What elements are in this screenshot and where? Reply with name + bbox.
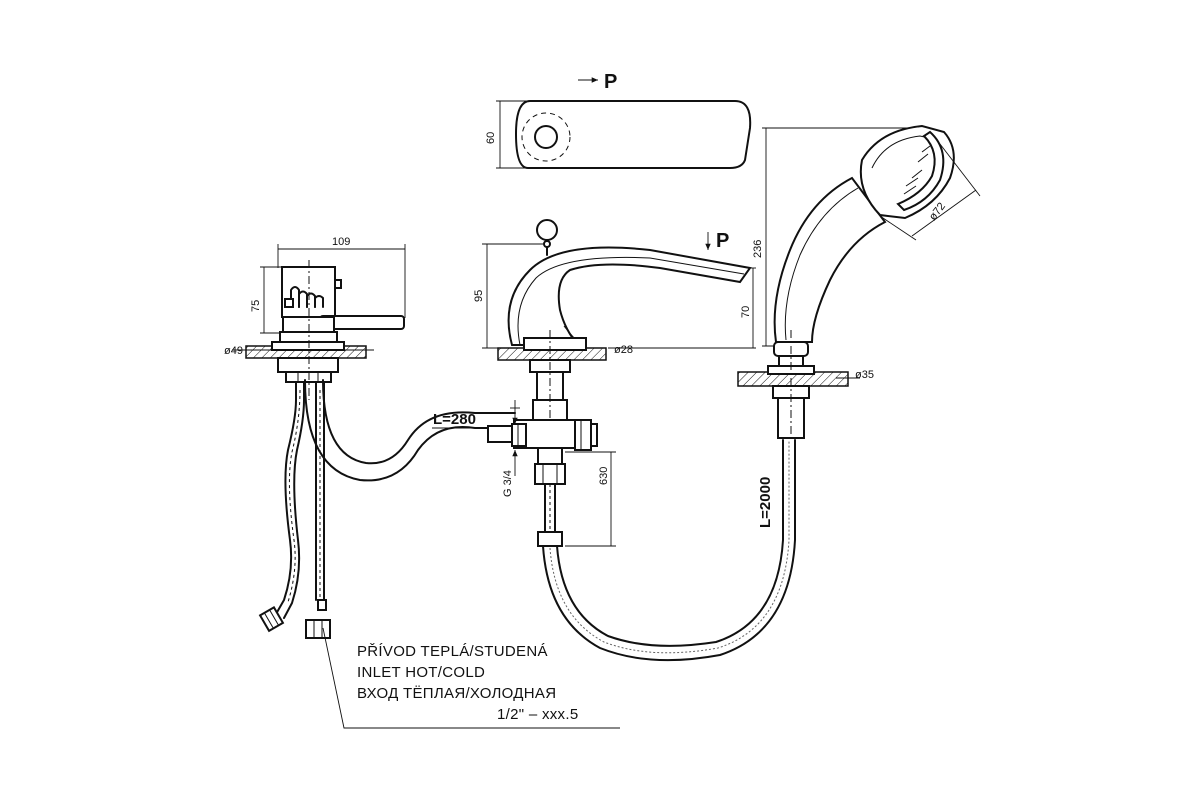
dim-shower-base: ø35 [855, 369, 874, 381]
note-line-1: PŘÍVOD TEPLÁ/STUDENÁ [357, 643, 548, 660]
shower-hose: L=2000 [542, 439, 796, 662]
spout: 95 P 70 ø28 [473, 219, 756, 547]
view-marker-side-label: P [716, 230, 729, 252]
dim-top-width: 60 [485, 132, 497, 144]
dim-mixer-height: 75 [250, 300, 262, 312]
connecting-hose: L=280 [304, 379, 516, 482]
dim-shower-hose: L=2000 [757, 477, 774, 528]
dim-shower-length: 236 [752, 240, 764, 258]
note-line-4: 1/2" – xxx.5 [497, 706, 578, 723]
dim-spout-height: 95 [473, 290, 485, 302]
mixer-body: 109 75 ø49 [224, 236, 406, 400]
note-line-2: INLET HOT/COLD [357, 664, 485, 681]
inlet-note: PŘÍVOD TEPLÁ/STUDENÁ INLET HOT/COLD ВХОД… [357, 643, 578, 723]
dim-hose-length: L=280 [433, 411, 476, 428]
view-marker-label: P [604, 71, 617, 93]
dim-mixer-base: ø49 [224, 345, 243, 357]
dim-spout-outlet: 70 [740, 306, 752, 318]
dim-spout-base: ø28 [614, 344, 633, 356]
dim-thread: G 3/4 [502, 470, 514, 497]
top-view-outline [515, 100, 752, 169]
supply-hoses [258, 381, 620, 729]
top-view: P 60 [485, 71, 752, 169]
hand-shower: 236 ø72 ø35 [737, 124, 981, 440]
handle-hole [534, 125, 558, 149]
note-line-3: ВХОД ТЁПЛАЯ/ХОЛОДНАЯ [357, 685, 556, 702]
dim-mixer-width: 109 [332, 236, 350, 248]
dim-lower-length: 630 [598, 467, 610, 485]
